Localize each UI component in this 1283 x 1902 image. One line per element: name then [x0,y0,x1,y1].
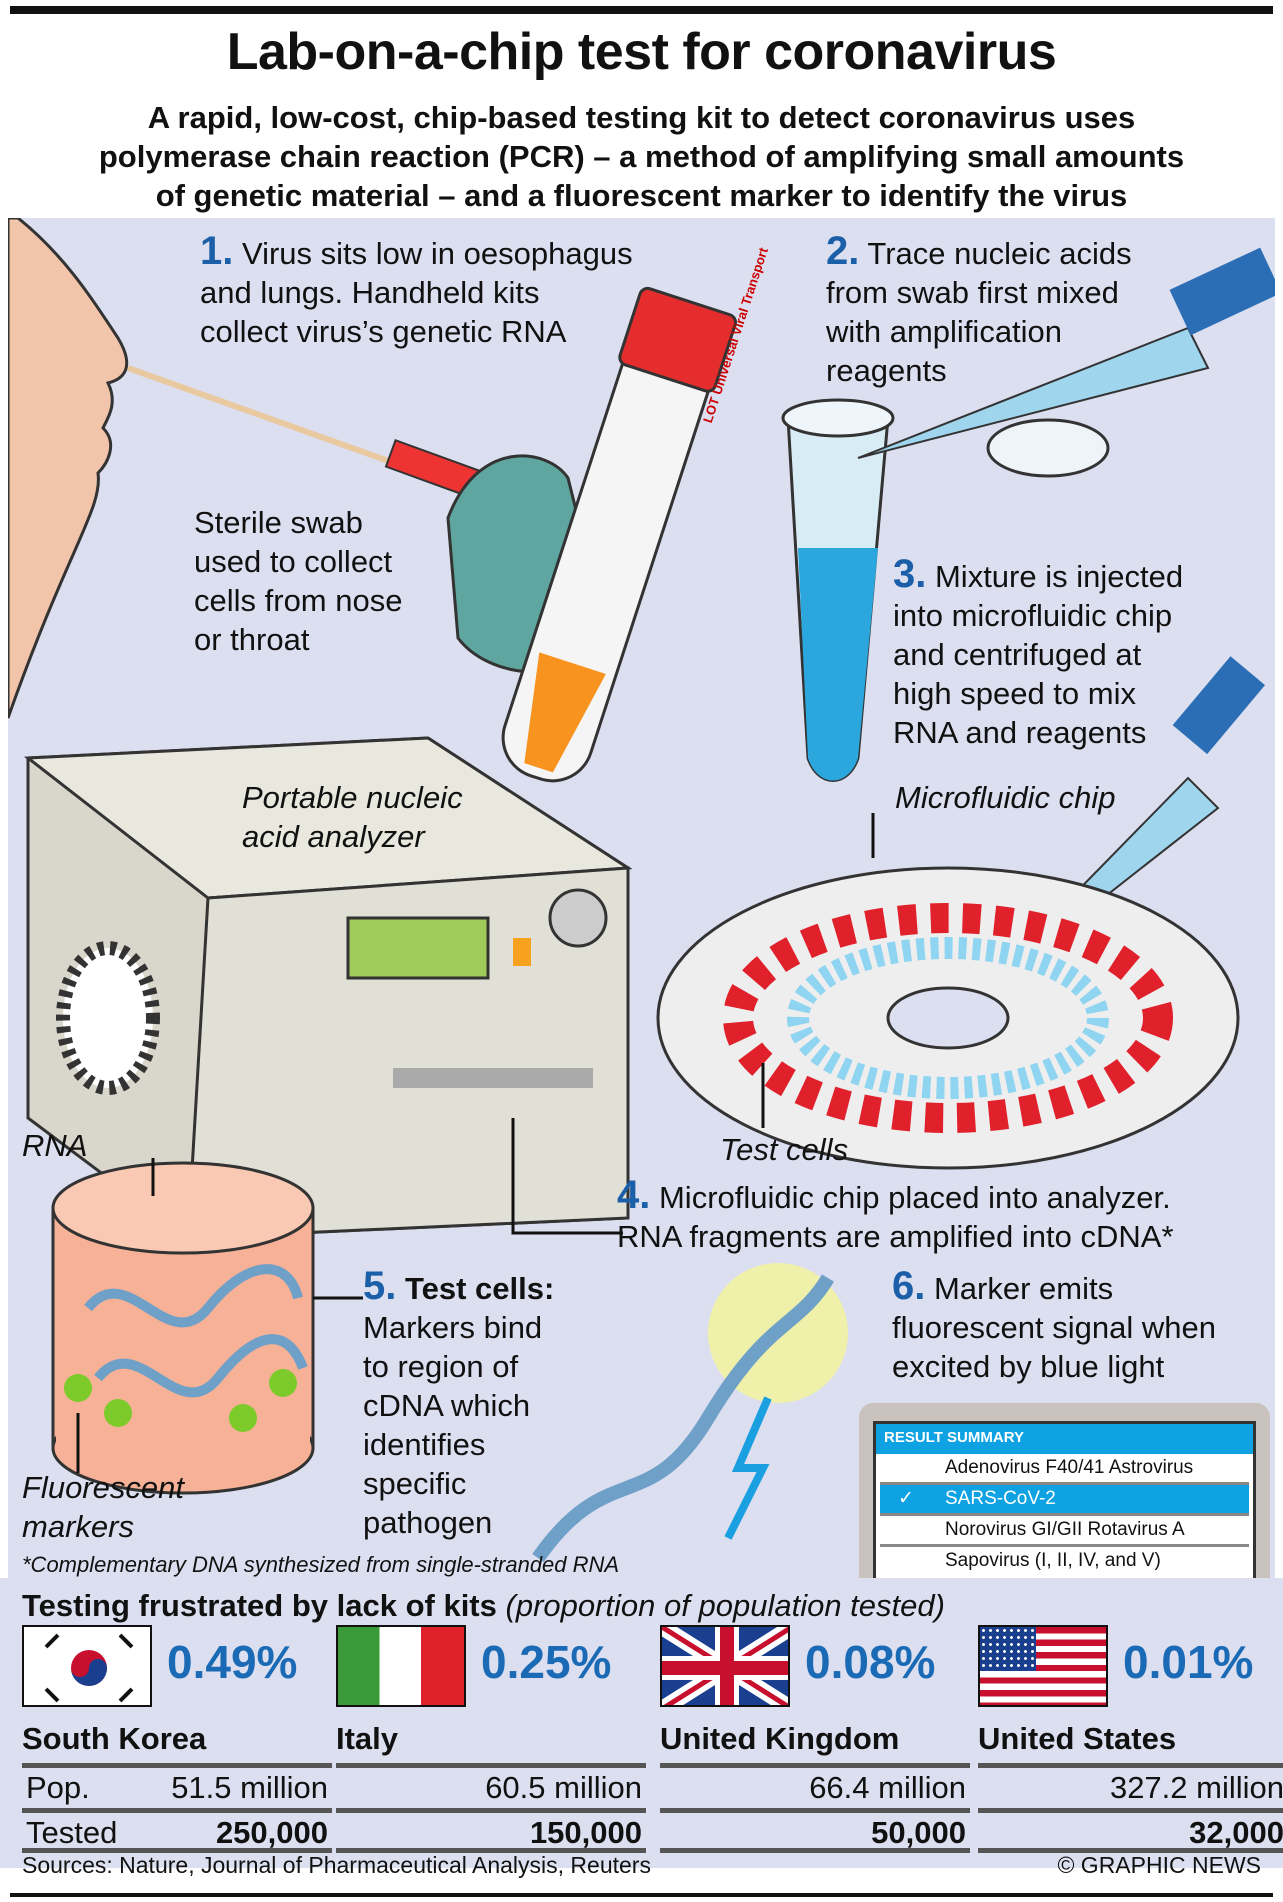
percent-tested: 0.01% [1123,1636,1254,1688]
sources: Sources: Nature, Journal of Pharmaceutic… [22,1852,651,1878]
result-item: Sapovirus (I, II, IV, and V) [945,1550,1161,1571]
step-number: 5. [363,1264,397,1308]
lightning-icon [724,1396,772,1540]
country-italy: 0.25% Italy 60.5 million 150,000 [336,1625,646,1853]
result-item-selected: ✓SARS-CoV-2 [880,1485,1249,1516]
rna-label: RNA [22,1128,88,1163]
south-korea-flag-icon [22,1625,152,1707]
swab [126,365,410,471]
face-illustration [6,216,129,719]
percent-tested: 0.25% [481,1636,612,1688]
step-number: 1. [200,229,234,273]
country-united-kingdom: 0.08% United Kingdom 66.4 million 50,000 [660,1625,970,1853]
analyzer-illustration [23,736,633,1240]
illustration [6,216,1282,1563]
footnote: *Complementary DNA synthesized from sing… [22,1552,620,1577]
transport-tube [501,286,737,783]
dna-strand [532,1274,835,1563]
subtitle-line: A rapid, low-cost, chip-based testing ki… [147,100,1136,135]
step-number: 4. [617,1173,651,1217]
us-flag-icon [978,1625,1108,1707]
result-item: Norovirus GI/GII Rotavirus A [880,1516,1249,1547]
percent-tested: 0.49% [167,1636,298,1688]
top-rule [10,6,1273,14]
microfluidic-chip [656,866,1240,1170]
uk-flag-icon [660,1625,790,1707]
step-number: 3. [893,552,927,596]
page-title: Lab-on-a-chip test for coronavirus [226,23,1057,81]
country-name: Italy [336,1721,399,1756]
illustration-panel [6,216,1282,1578]
subtitle-line: polymerase chain reaction (PCR) – a meth… [98,139,1185,174]
step-number: 2. [826,229,860,273]
bottom-rule [10,1893,1273,1897]
country-name: United States [978,1721,1177,1756]
result-item: Adenovirus F40/41 Astrovirus [880,1454,1249,1485]
country-name: South Korea [22,1721,207,1756]
country-south-korea: 0.49% South Korea Pop.51.5 million Teste… [22,1625,332,1853]
test-cell-illustration [51,1161,315,1495]
check-icon: ✓ [898,1488,914,1509]
credit: © GRAPHIC NEWS [1057,1852,1261,1878]
test-cells-label: Test cells [720,1132,849,1167]
country-united-states: 0.01% United States 327.2 million 32,000 [978,1625,1283,1853]
chip-label: Microfluidic chip [895,780,1116,815]
percent-tested: 0.08% [805,1636,936,1688]
country-name: United Kingdom [660,1721,900,1756]
step-4: 4. Microfluidic chip placed into analyze… [617,1173,1174,1254]
step-number: 6. [892,1264,926,1308]
subtitle-line: of genetic material – and a fluorescent … [155,178,1128,213]
italy-flag-icon [336,1625,466,1707]
result-summary-title: RESULT SUMMARY [876,1424,1253,1454]
testing-title: Testing frustrated by lack of kits (prop… [22,1588,945,1623]
result-summary-screen: RESULT SUMMARY Adenovirus F40/41 Astrovi… [859,1403,1270,1580]
